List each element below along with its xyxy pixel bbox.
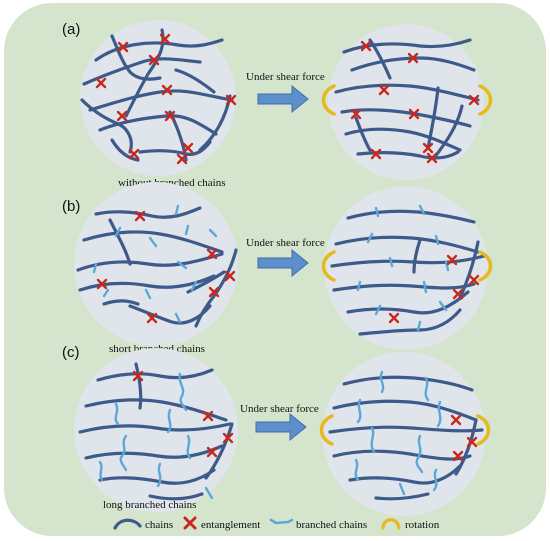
entanglement-marks [388, 254, 480, 324]
panel-a-shear-arrow [257, 84, 309, 114]
panel-c-rotation-left [319, 414, 334, 446]
panel-a-arrow-label: Under shear force [246, 71, 325, 83]
panel-b-right-circle [324, 186, 488, 350]
legend-item-rotation: rotation [381, 518, 440, 531]
panel-b-left-circle [74, 182, 238, 346]
panel-c: (c) [62, 344, 491, 516]
entanglement-marks [132, 370, 234, 458]
panel-a-right-circle [328, 24, 484, 180]
panel-a-label: (a) [62, 21, 80, 38]
panel-a-rotation-left [321, 84, 336, 116]
panel-a: (a) [62, 20, 493, 189]
entanglement-marks [450, 414, 478, 462]
rotation-icon [381, 518, 401, 530]
panel-b-rotation-right [478, 250, 493, 282]
branched-chain-icon [269, 518, 294, 525]
panel-c-left-circle [74, 348, 238, 512]
legend-item-branched-chains: branched chains [269, 518, 367, 531]
panel-c-right-circle [322, 352, 486, 516]
panel-b-rotation-left [321, 250, 336, 282]
legend-item-entanglement: entanglement [183, 516, 260, 531]
panel-b-arrow-label: Under shear force [246, 237, 325, 249]
entanglement-marks [96, 210, 236, 324]
panel-b-label: (b) [62, 198, 80, 215]
panel-c-caption: long branched chains [103, 499, 196, 511]
panel-c-label: (c) [62, 344, 80, 361]
legend-label-chains: chains [145, 519, 173, 531]
legend-label-rotation: rotation [405, 519, 440, 531]
panel-c-rotation-right [476, 414, 491, 446]
entanglement-marks [350, 40, 480, 164]
legend-label-branched-chains: branched chains [296, 519, 367, 531]
panel-c-shear-arrow [255, 412, 307, 442]
legend: chains entanglement branched chains rota… [113, 516, 440, 531]
chain-icon [113, 518, 142, 530]
panel-b: (b) [62, 182, 493, 355]
panel-a-rotation-right [478, 84, 493, 116]
legend-label-entanglement: entanglement [201, 519, 260, 531]
panel-a-left-circle [80, 20, 237, 176]
entanglement-icon [183, 516, 197, 530]
panel-b-shear-arrow [257, 248, 309, 278]
legend-item-chains: chains [113, 518, 173, 531]
entanglement-marks [95, 33, 237, 165]
panel-c-arrow-label: Under shear force [240, 403, 319, 415]
